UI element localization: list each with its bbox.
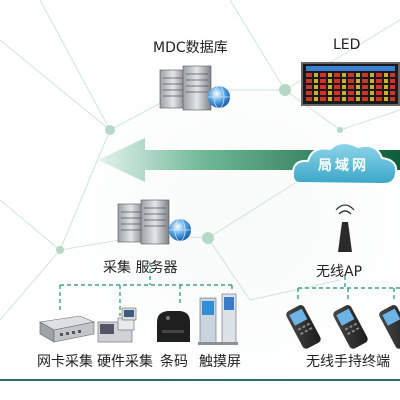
hardware-collect-label: 硬件采集 xyxy=(97,354,153,370)
barcode-label: 条码 xyxy=(160,354,188,370)
hardware-box-icon xyxy=(97,307,137,343)
mdc-server-icon xyxy=(159,65,212,111)
nic-collect-label: 网卡采集 xyxy=(37,354,93,370)
antenna-icon xyxy=(335,204,355,252)
lan-cloud-icon xyxy=(291,142,398,186)
background-network-lines xyxy=(0,0,400,321)
data-flow-arrow xyxy=(98,138,400,182)
lan-label: 局域网 xyxy=(318,158,369,174)
collect-server-label: 采集 服务器 xyxy=(103,260,178,276)
touchscreen-label: 触摸屏 xyxy=(199,354,241,370)
wireless-ap-label: 无线AP xyxy=(316,264,363,280)
collect-server-icon xyxy=(117,199,170,245)
collect-globe-icon xyxy=(169,218,191,242)
mdc-database-label: MDC数据库 xyxy=(153,40,228,56)
touch-kiosk-icon xyxy=(198,293,238,345)
barcode-printer-icon xyxy=(157,311,190,342)
handheld-terminal-label: 无线手持终端 xyxy=(306,354,390,370)
mdc-globe-icon xyxy=(208,85,230,109)
network-nodes xyxy=(56,84,343,254)
led-display-icon xyxy=(301,62,400,106)
handheld-terminal-icon xyxy=(286,305,400,349)
dashed-connection-lines xyxy=(59,262,400,316)
nic-box-icon xyxy=(39,315,96,343)
led-label: LED xyxy=(333,37,361,53)
